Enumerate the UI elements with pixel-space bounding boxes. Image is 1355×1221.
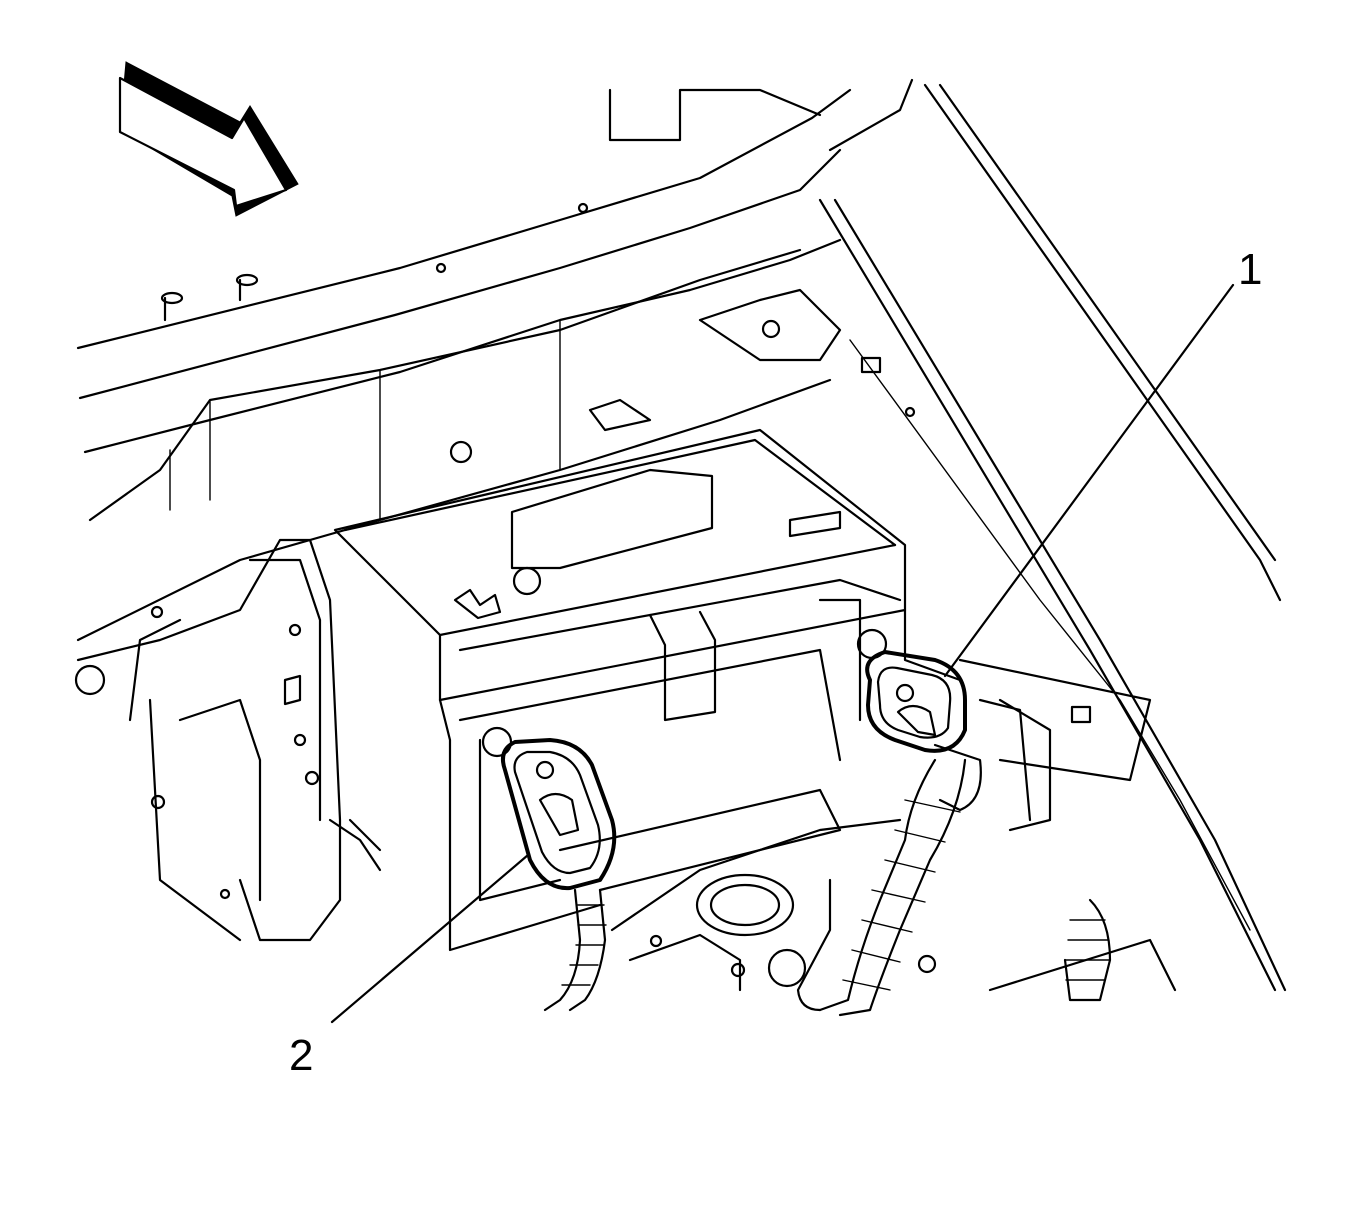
callout-1: 1 <box>943 245 1262 678</box>
negative-battery-cable <box>501 738 617 1012</box>
lower-components <box>610 698 1177 1002</box>
callout-label-2: 2 <box>289 1031 313 1080</box>
front-direction-arrow-icon <box>118 61 299 217</box>
battery <box>333 398 962 952</box>
fender-panel <box>818 83 1287 992</box>
left-support-bracket <box>74 538 382 942</box>
callout-2: 2 <box>289 853 530 1080</box>
upper-cross-member <box>76 78 914 642</box>
positive-battery-cable <box>481 628 982 1017</box>
callout-label-1: 1 <box>1238 245 1262 294</box>
